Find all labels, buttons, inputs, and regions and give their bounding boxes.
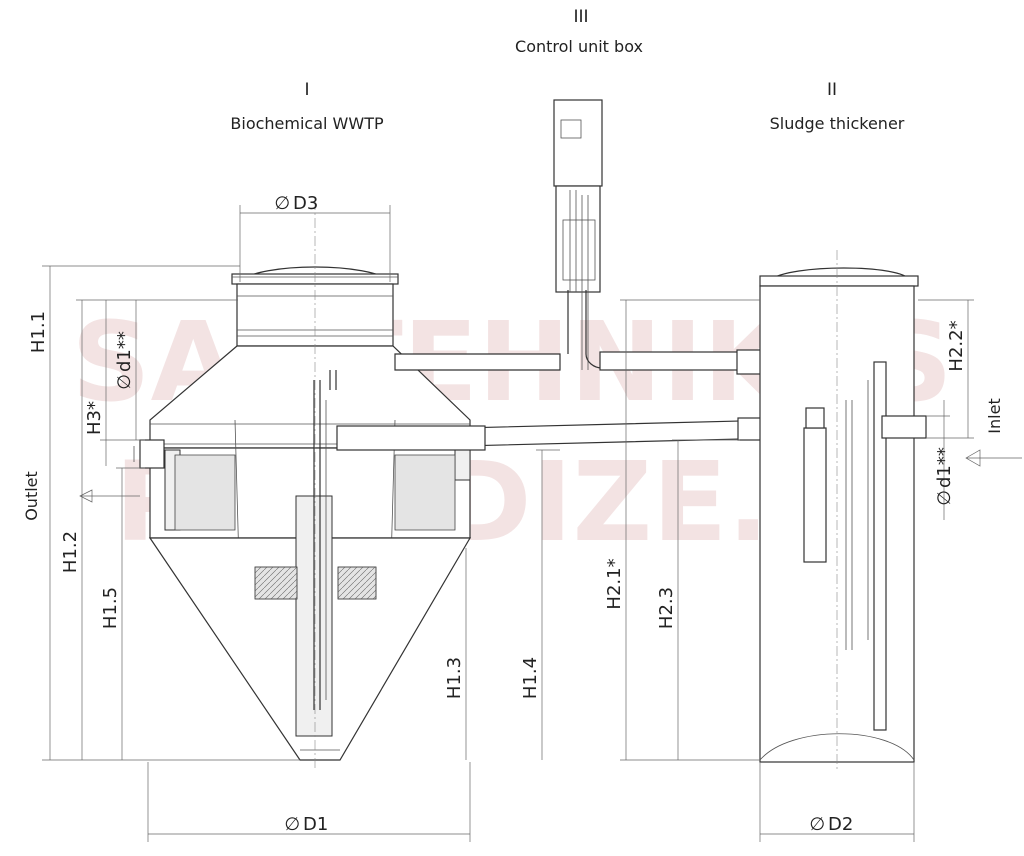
h1-2-label: H1.2: [60, 531, 81, 573]
inlet-arrow-icon: [965, 449, 1022, 467]
outlet-arrow-icon: [79, 489, 140, 503]
h1-3-label: H1.3: [444, 657, 465, 699]
unit2-name: Sludge thickener: [770, 114, 905, 133]
d1-label: D1: [303, 814, 328, 835]
flow-arrows: [79, 449, 1022, 503]
unit1-name: Biochemical WWTP: [230, 114, 384, 133]
h1-4-label: H1.4: [520, 657, 541, 699]
unit-labels: III Control unit box I Biochemical WWTP …: [230, 7, 904, 133]
d1-outlet-text: d1**: [114, 331, 135, 372]
h1-5-label: H1.5: [100, 587, 121, 629]
h1-1-label: H1.1: [28, 311, 49, 353]
h2-3-label: H2.3: [656, 587, 677, 629]
h2-2-label: H2.2*: [946, 320, 967, 371]
dimension-labels: ∅ D3 ∅ D1 ∅ D2 H1.1 H1.2 H1.5 H3* ∅ d1**…: [22, 193, 1004, 835]
d3-diameter-symbol: ∅: [274, 193, 290, 214]
d2-diameter-symbol: ∅: [809, 814, 825, 835]
unit2-numeral: II: [827, 80, 837, 100]
control-unit-box: [553, 99, 603, 370]
d2-label: D2: [828, 814, 853, 835]
inlet-label: Inlet: [985, 398, 1004, 433]
d1-inlet-diameter-symbol: ∅: [934, 490, 955, 506]
unit3-name: Control unit box: [515, 37, 643, 56]
dimension-lines: [42, 200, 974, 842]
d1-inlet-text: d1**: [934, 447, 955, 488]
outlet-label: Outlet: [22, 471, 41, 521]
h3-label: H3*: [84, 401, 105, 435]
d3-label: D3: [293, 193, 318, 214]
d1-diameter-symbol: ∅: [284, 814, 300, 835]
d1-inlet-label: ∅ d1**: [934, 447, 955, 506]
d1-outlet-label: ∅ d1**: [114, 331, 135, 390]
d1-outlet-diameter-symbol: ∅: [114, 374, 135, 390]
sludge-thickener: [759, 267, 927, 763]
unit3-numeral: III: [573, 7, 588, 27]
unit1-numeral: I: [304, 80, 309, 100]
h2-1-label: H2.1*: [604, 558, 625, 609]
